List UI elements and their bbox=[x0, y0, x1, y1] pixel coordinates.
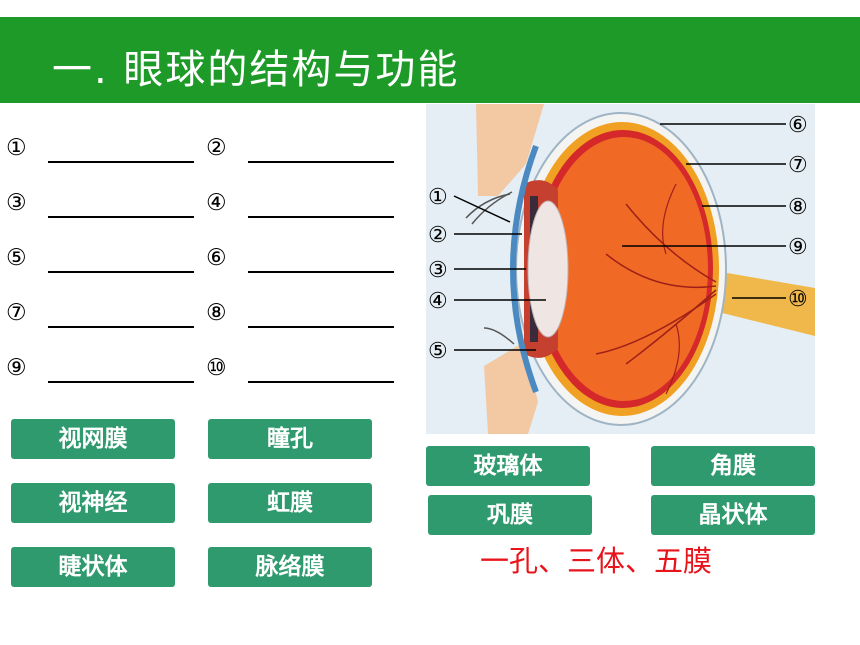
diagram-label-8: ⑧ bbox=[788, 195, 808, 220]
blood-vessel bbox=[662, 183, 677, 255]
answer-line[interactable] bbox=[248, 326, 394, 328]
answer-line[interactable] bbox=[48, 216, 194, 218]
diagram-label-6: ⑥ bbox=[788, 113, 808, 138]
answer-line[interactable] bbox=[248, 271, 394, 273]
blood-vessel bbox=[595, 293, 717, 355]
answer-line[interactable] bbox=[248, 381, 394, 383]
term-sclera[interactable]: 巩膜 bbox=[428, 495, 592, 535]
diagram-label-10: ⑩ bbox=[788, 287, 808, 312]
term-pupil[interactable]: 瞳孔 bbox=[208, 419, 372, 459]
blank-number: ① bbox=[6, 135, 27, 161]
diagram-label-7: ⑦ bbox=[788, 153, 808, 178]
answer-line[interactable] bbox=[48, 271, 194, 273]
term-choroid[interactable]: 脉络膜 bbox=[208, 547, 372, 587]
eye-illustration: ① ② ③ ④ ⑤ ⑥ ⑦ ⑧ ⑨ ⑩ bbox=[428, 104, 815, 434]
lens-shape bbox=[527, 200, 569, 338]
term-cornea[interactable]: 角膜 bbox=[651, 446, 815, 486]
page-title: 一. 眼球的结构与功能 bbox=[52, 47, 460, 93]
diagram-label-1: ① bbox=[428, 185, 448, 210]
eyelash bbox=[483, 327, 515, 345]
term-vitreous-body[interactable]: 玻璃体 bbox=[426, 446, 590, 486]
blank-number: ⑩ bbox=[206, 355, 227, 381]
diagram-label-2: ② bbox=[428, 223, 448, 248]
eyelash bbox=[465, 193, 511, 219]
diagram-label-4: ④ bbox=[428, 289, 448, 314]
answer-line[interactable] bbox=[248, 216, 394, 218]
upper-eyelid bbox=[476, 104, 544, 196]
answer-line[interactable] bbox=[248, 161, 394, 163]
leader-line bbox=[453, 195, 511, 223]
title-bar: 一. 眼球的结构与功能 bbox=[0, 17, 860, 103]
term-optic-nerve[interactable]: 视神经 bbox=[11, 483, 175, 523]
blank-number: ⑧ bbox=[206, 300, 227, 326]
blood-vessel bbox=[625, 289, 717, 365]
blood-vessel bbox=[665, 323, 680, 395]
blank-number: ⑥ bbox=[206, 245, 227, 271]
answer-line[interactable] bbox=[48, 326, 194, 328]
term-iris[interactable]: 虹膜 bbox=[208, 483, 372, 523]
vitreous-shape bbox=[540, 137, 708, 401]
answer-line[interactable] bbox=[48, 161, 194, 163]
blank-number: ③ bbox=[6, 190, 27, 216]
diagram-label-3: ③ bbox=[428, 258, 448, 283]
diagram-label-5: ⑤ bbox=[428, 339, 448, 364]
blank-number: ⑦ bbox=[6, 300, 27, 326]
answer-line[interactable] bbox=[48, 381, 194, 383]
mnemonic-text: 一孔、三体、五膜 bbox=[480, 544, 713, 578]
blank-number: ⑨ bbox=[6, 355, 27, 381]
term-lens[interactable]: 晶状体 bbox=[651, 495, 815, 535]
term-ciliary-body[interactable]: 睫状体 bbox=[11, 547, 175, 587]
eye-diagram: ① ② ③ ④ ⑤ ⑥ ⑦ ⑧ ⑨ ⑩ bbox=[426, 104, 815, 434]
blank-number: ② bbox=[206, 135, 227, 161]
blood-vessel bbox=[625, 203, 717, 283]
eyelash bbox=[471, 191, 513, 225]
diagram-label-9: ⑨ bbox=[788, 235, 808, 260]
term-retina[interactable]: 视网膜 bbox=[11, 419, 175, 459]
blank-number: ④ bbox=[206, 190, 227, 216]
blank-number: ⑤ bbox=[6, 245, 27, 271]
blood-vessel bbox=[605, 253, 717, 289]
